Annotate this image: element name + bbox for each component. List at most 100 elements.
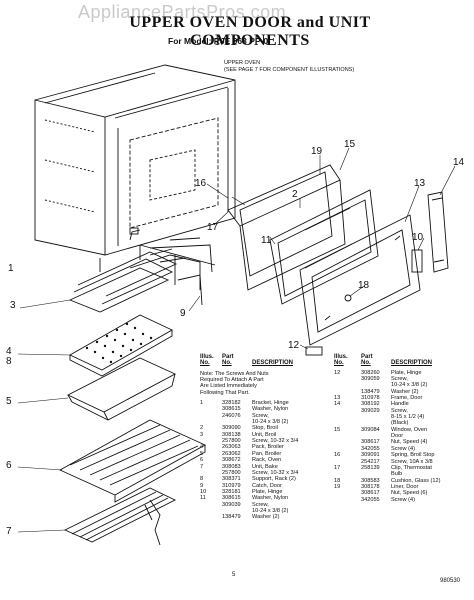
- callout-17: 17: [207, 222, 219, 233]
- illus-no-cell: 4: [200, 444, 204, 451]
- callout-8: 8: [6, 356, 12, 367]
- part-no-cell: 342055: [361, 496, 380, 503]
- description-cell: (Black): [391, 420, 409, 427]
- part-no-cell: 138479: [222, 514, 241, 521]
- description-cell: Plate, Hinge: [252, 488, 283, 495]
- part-no-cell: 308192: [361, 401, 380, 408]
- description-cell: Pan, Broiler: [252, 450, 282, 457]
- description-cell: Washer, Nylon: [252, 495, 289, 502]
- upper-oven-note-line: (SEE PAGE 7 FOR COMPONENT ILLUSTRATIONS): [224, 66, 355, 73]
- illus-no-cell: 9: [200, 482, 204, 489]
- page-title: UPPER OVEN DOOR and UNIT COMPONENTS: [129, 14, 371, 49]
- illus-no-cell: [200, 514, 222, 520]
- table-row: Bulb: [334, 471, 470, 477]
- description-cell: Clip, Thermostat: [391, 464, 432, 471]
- part-no-cell: 263063: [222, 444, 241, 451]
- illus-no-cell: 2: [200, 425, 204, 432]
- table-header: No. No. DESCRIPTION: [200, 360, 332, 366]
- part-no-cell: 308371: [222, 476, 241, 483]
- callout-5: 5: [6, 396, 12, 407]
- part-no-cell: 308178: [361, 483, 380, 490]
- callout-2: 2: [292, 189, 298, 200]
- part-no-cell: 309039: [222, 501, 241, 508]
- leader-lines: [17, 147, 456, 533]
- bake-unit: [63, 487, 177, 546]
- description-cell: Catch, Door: [252, 482, 282, 489]
- illus-no-cell: 6: [200, 457, 204, 464]
- description-cell: Nut, Speed (4): [391, 439, 428, 446]
- illus-no-cell: 16: [334, 452, 341, 459]
- table-note-line: Following That Part.: [200, 389, 250, 396]
- part-no-cell: 309091: [361, 452, 380, 459]
- illus-no-cell: 7: [200, 463, 204, 470]
- part-no-cell: 308083: [222, 463, 241, 470]
- illus-no-cell: 5: [200, 450, 204, 457]
- broil-unit: [68, 237, 216, 313]
- table-row: 2 309090 Stop, Broil: [200, 425, 332, 431]
- callout-7: 7: [6, 526, 12, 537]
- description-cell: Plate, Hinge: [391, 369, 422, 376]
- door-frame: [299, 214, 421, 346]
- broiler-pan: [66, 357, 177, 421]
- table-note-line: Required To Attach A Part: [200, 377, 264, 384]
- table-row: 10-24 x 3/8 (2): [200, 508, 332, 514]
- callout-4: 4: [6, 346, 12, 357]
- description-cell: 8-15 x 1/2 (4): [391, 414, 425, 421]
- illus-no-cell: 11: [200, 495, 206, 502]
- table-row: 138479 Washer (2): [200, 514, 332, 520]
- callout-19: 19: [311, 146, 323, 157]
- header-description: DESCRIPTION: [252, 360, 294, 367]
- table-row: 309039 Screw,: [200, 502, 332, 508]
- description-cell: Screw, 10A x 3/8: [391, 458, 433, 465]
- description-cell: 10-24 x 3/8 (2): [252, 507, 289, 514]
- illus-no-cell: 10: [200, 488, 207, 495]
- model-label: For Model: RJE 963 PP-0: [168, 36, 269, 46]
- oven-rack: [59, 419, 206, 503]
- illus-no-cell: 15: [334, 426, 341, 433]
- description-cell: Spring, Broil Stop: [391, 452, 435, 459]
- header-no: No.: [334, 360, 344, 367]
- header-no: No.: [222, 360, 232, 367]
- description-cell: Screw, 10-32 x 3/4: [252, 469, 299, 476]
- part-no-cell: 308138: [222, 431, 241, 438]
- table-row: Door: [334, 433, 470, 439]
- table-row: 10-24 x 3/8 (2): [200, 419, 332, 425]
- illus-no-cell: [334, 497, 361, 503]
- callout-18: 18: [358, 280, 370, 291]
- illus-no-cell: 17: [334, 464, 341, 471]
- part-no-cell: 308260: [361, 369, 380, 376]
- table-header: Illus. Part: [334, 354, 470, 360]
- part-no-cell: 308672: [222, 457, 241, 464]
- callout-3: 3: [10, 300, 16, 311]
- table-row: 10-24 x 3/8 (2): [334, 382, 470, 388]
- description-cell: Washer (2): [252, 514, 280, 521]
- part-no-cell: 309059: [361, 376, 380, 383]
- description-cell: Stop, Broil: [252, 425, 278, 432]
- illus-no-cell: 1: [200, 400, 204, 407]
- part-no-cell: 308617: [361, 490, 380, 497]
- description-cell: Handle: [391, 401, 409, 408]
- part-no-cell: 309090: [222, 425, 241, 432]
- description-cell: Screw,: [252, 501, 269, 508]
- table-note-line: Are Listed Immediately: [200, 383, 257, 390]
- part-no-cell: 309084: [361, 426, 380, 433]
- part-no-cell: 257800: [222, 438, 241, 445]
- header-illus: Illus.: [334, 354, 348, 360]
- table-row: 342055 Screw (4): [334, 497, 470, 503]
- description-cell: Screw (4): [391, 496, 415, 503]
